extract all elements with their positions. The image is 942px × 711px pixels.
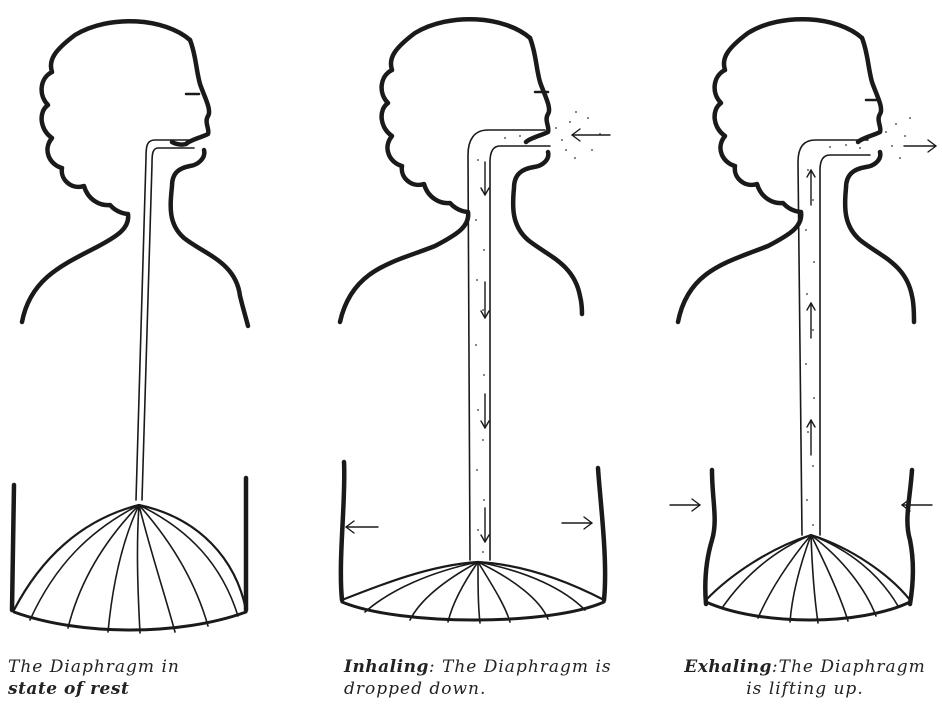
torso-left-rest bbox=[12, 485, 14, 610]
face-profile-rest bbox=[172, 40, 209, 145]
caption-rest: The Diaphragm in state of rest bbox=[8, 656, 180, 700]
head-outline-rest bbox=[22, 21, 190, 322]
airway-inhale bbox=[468, 130, 545, 560]
caption-inhaling-bold: Inhaling bbox=[344, 657, 429, 677]
inhale-air-arrow bbox=[572, 129, 610, 141]
torso-right-inhale bbox=[598, 468, 605, 600]
caption-exhaling: Exhaling:The Diaphragm is lifting up. bbox=[672, 656, 938, 700]
front-neck-exhale bbox=[845, 152, 914, 322]
panel-exhaling bbox=[670, 19, 936, 623]
up-arrows-exhale bbox=[807, 170, 815, 455]
panel-rest bbox=[12, 21, 248, 633]
caption-rest-line1: The Diaphragm in bbox=[8, 656, 180, 678]
airway-exhale bbox=[798, 140, 868, 535]
torso-right-exhale bbox=[907, 470, 913, 604]
torso-left-inhale bbox=[341, 462, 344, 600]
torso-left-exhale bbox=[705, 470, 714, 604]
caption-exhaling-rest: :The Diaphragm bbox=[772, 657, 926, 677]
air-particles-exhale bbox=[805, 117, 911, 526]
head-outline-exhale bbox=[678, 19, 862, 322]
diaphragm-ribs-exhale bbox=[722, 535, 898, 623]
down-arrows-inhale bbox=[481, 162, 489, 542]
face-profile-inhale bbox=[526, 38, 549, 142]
caption-rest-line2: state of rest bbox=[8, 679, 129, 699]
caption-inhaling: Inhaling: The Diaphragm is dropped down. bbox=[344, 656, 612, 700]
exhale-air-arrow bbox=[904, 140, 936, 152]
face-profile-exhale bbox=[858, 38, 881, 142]
panel-inhaling bbox=[340, 19, 610, 623]
caption-inhaling-rest: : The Diaphragm is bbox=[429, 657, 612, 677]
diaphragm-dome-rest bbox=[14, 505, 246, 610]
caption-inhaling-line2: dropped down. bbox=[344, 678, 612, 700]
air-particles-inhale bbox=[475, 111, 601, 553]
front-neck-rest bbox=[171, 150, 248, 326]
diaphragm-ribs-rest bbox=[30, 505, 238, 633]
head-outline-inhale bbox=[340, 19, 530, 322]
front-neck-inhale bbox=[513, 152, 582, 314]
caption-exhaling-line2: is lifting up. bbox=[672, 678, 938, 700]
caption-exhaling-bold: Exhaling bbox=[684, 657, 772, 677]
